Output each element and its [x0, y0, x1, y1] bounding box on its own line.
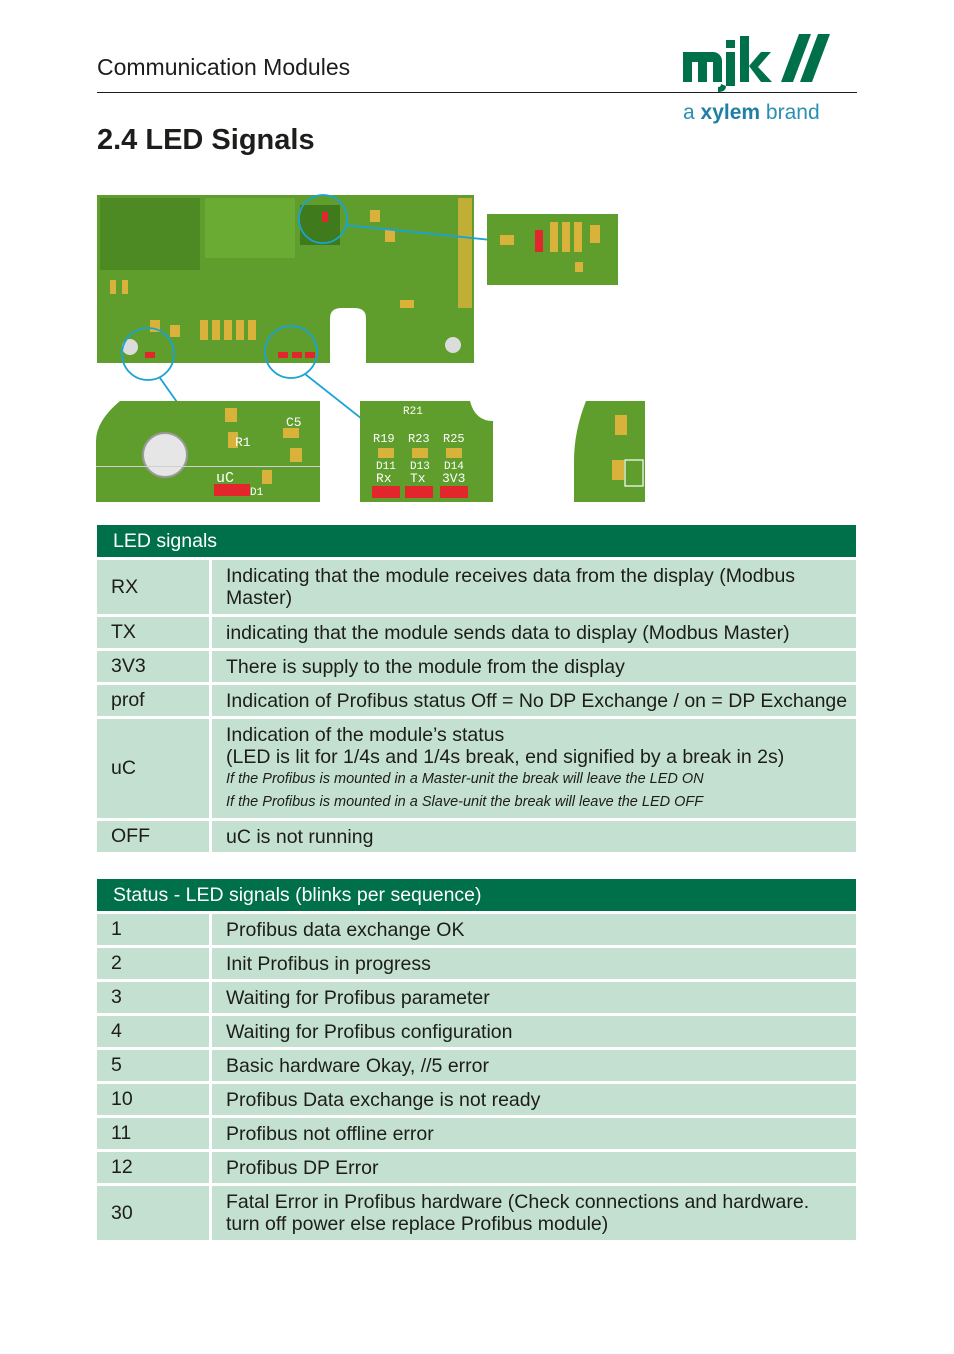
row-key: OFF — [97, 821, 212, 852]
pcb-zoom-rx-tx: R21 R19 R23 R25 D11 D13 D14 Rx Tx 3V3 — [360, 401, 493, 502]
row-key: 2 — [97, 948, 212, 979]
table-heading: LED signals — [97, 525, 856, 557]
table-row: uC Indication of the module’s status (LE… — [97, 719, 856, 818]
row-text: Waiting for Profibus configuration — [212, 1016, 856, 1047]
svg-text:Rx: Rx — [376, 471, 392, 486]
row-text: Profibus data exchange OK — [212, 914, 856, 945]
row-key: 5 — [97, 1050, 212, 1081]
row-text: Indicating that the module receives data… — [212, 560, 856, 614]
row-key: RX — [97, 560, 212, 614]
row-key: 12 — [97, 1152, 212, 1183]
svg-text:D13: D13 — [410, 461, 430, 473]
row-text: There is supply to the module from the d… — [212, 651, 856, 682]
row-note-slave: If the Profibus is mounted in a Slave-un… — [226, 793, 704, 810]
header-title: Communication Modules — [97, 54, 351, 80]
pcb-zoom-prof — [487, 214, 618, 285]
row-text: Basic hardware Okay, //5 error — [212, 1050, 856, 1081]
row-key: 1 — [97, 914, 212, 945]
row-text: Profibus not offline error — [212, 1118, 856, 1149]
pcb-zoom-edge — [574, 401, 645, 502]
svg-text:C5: C5 — [286, 415, 302, 430]
svg-text:uC: uC — [216, 470, 234, 487]
section-title: 2.4 LED Signals — [97, 124, 315, 156]
row-key: prof — [97, 685, 212, 716]
row-text: uC is not running — [212, 821, 856, 852]
row-key: 4 — [97, 1016, 212, 1047]
row-key: 3V3 — [97, 651, 212, 682]
svg-text:R21: R21 — [403, 406, 423, 418]
svg-text:D14: D14 — [444, 461, 464, 473]
table-header-row: Status - LED signals (blinks per sequenc… — [97, 879, 856, 911]
row-text: Profibus Data exchange is not ready — [212, 1084, 856, 1115]
svg-text:3V3: 3V3 — [442, 471, 465, 486]
row-key: 30 — [97, 1186, 212, 1240]
svg-text:Tx: Tx — [410, 471, 426, 486]
pcb-main-photo — [97, 195, 474, 363]
table-header-row: LED signals — [97, 525, 856, 557]
row-text-2: (LED is lit for 1/4s and 1/4s break, end… — [226, 745, 785, 768]
svg-text:R19: R19 — [373, 432, 395, 446]
svg-text:R25: R25 — [443, 432, 465, 446]
svg-text:R1: R1 — [235, 435, 251, 450]
svg-text:D1: D1 — [250, 487, 264, 499]
mjk-logo — [683, 34, 830, 92]
pcb-zoom-uc: R1 uC D1 C5 — [96, 401, 320, 502]
row-key: 10 — [97, 1084, 212, 1115]
svg-text:D11: D11 — [376, 461, 396, 473]
row-text: Waiting for Profibus parameter — [212, 982, 856, 1013]
row-text: Indication of Profibus status Off = No D… — [212, 685, 856, 716]
row-key: TX — [97, 617, 212, 648]
row-text: Profibus DP Error — [212, 1152, 856, 1183]
row-key: 11 — [97, 1118, 212, 1149]
row-key: 3 — [97, 982, 212, 1013]
row-text: indicating that the module sends data to… — [212, 617, 856, 648]
row-text: Init Profibus in progress — [212, 948, 856, 979]
row-text: Fatal Error in Profibus hardware (Check … — [212, 1186, 856, 1240]
logo-tagline: a xylem brand — [683, 101, 820, 124]
header-rule — [97, 92, 857, 93]
row-note-master: If the Profibus is mounted in a Master-u… — [226, 770, 704, 787]
table-heading: Status - LED signals (blinks per sequenc… — [97, 879, 856, 911]
svg-text:R23: R23 — [408, 432, 430, 446]
row-text: Indication of the module’s status — [226, 723, 505, 746]
row-key: uC — [97, 719, 212, 818]
status-led-table: Status - LED signals (blinks per sequenc… — [97, 876, 856, 1243]
row-text-block: Indication of the module’s status (LED i… — [212, 719, 856, 818]
